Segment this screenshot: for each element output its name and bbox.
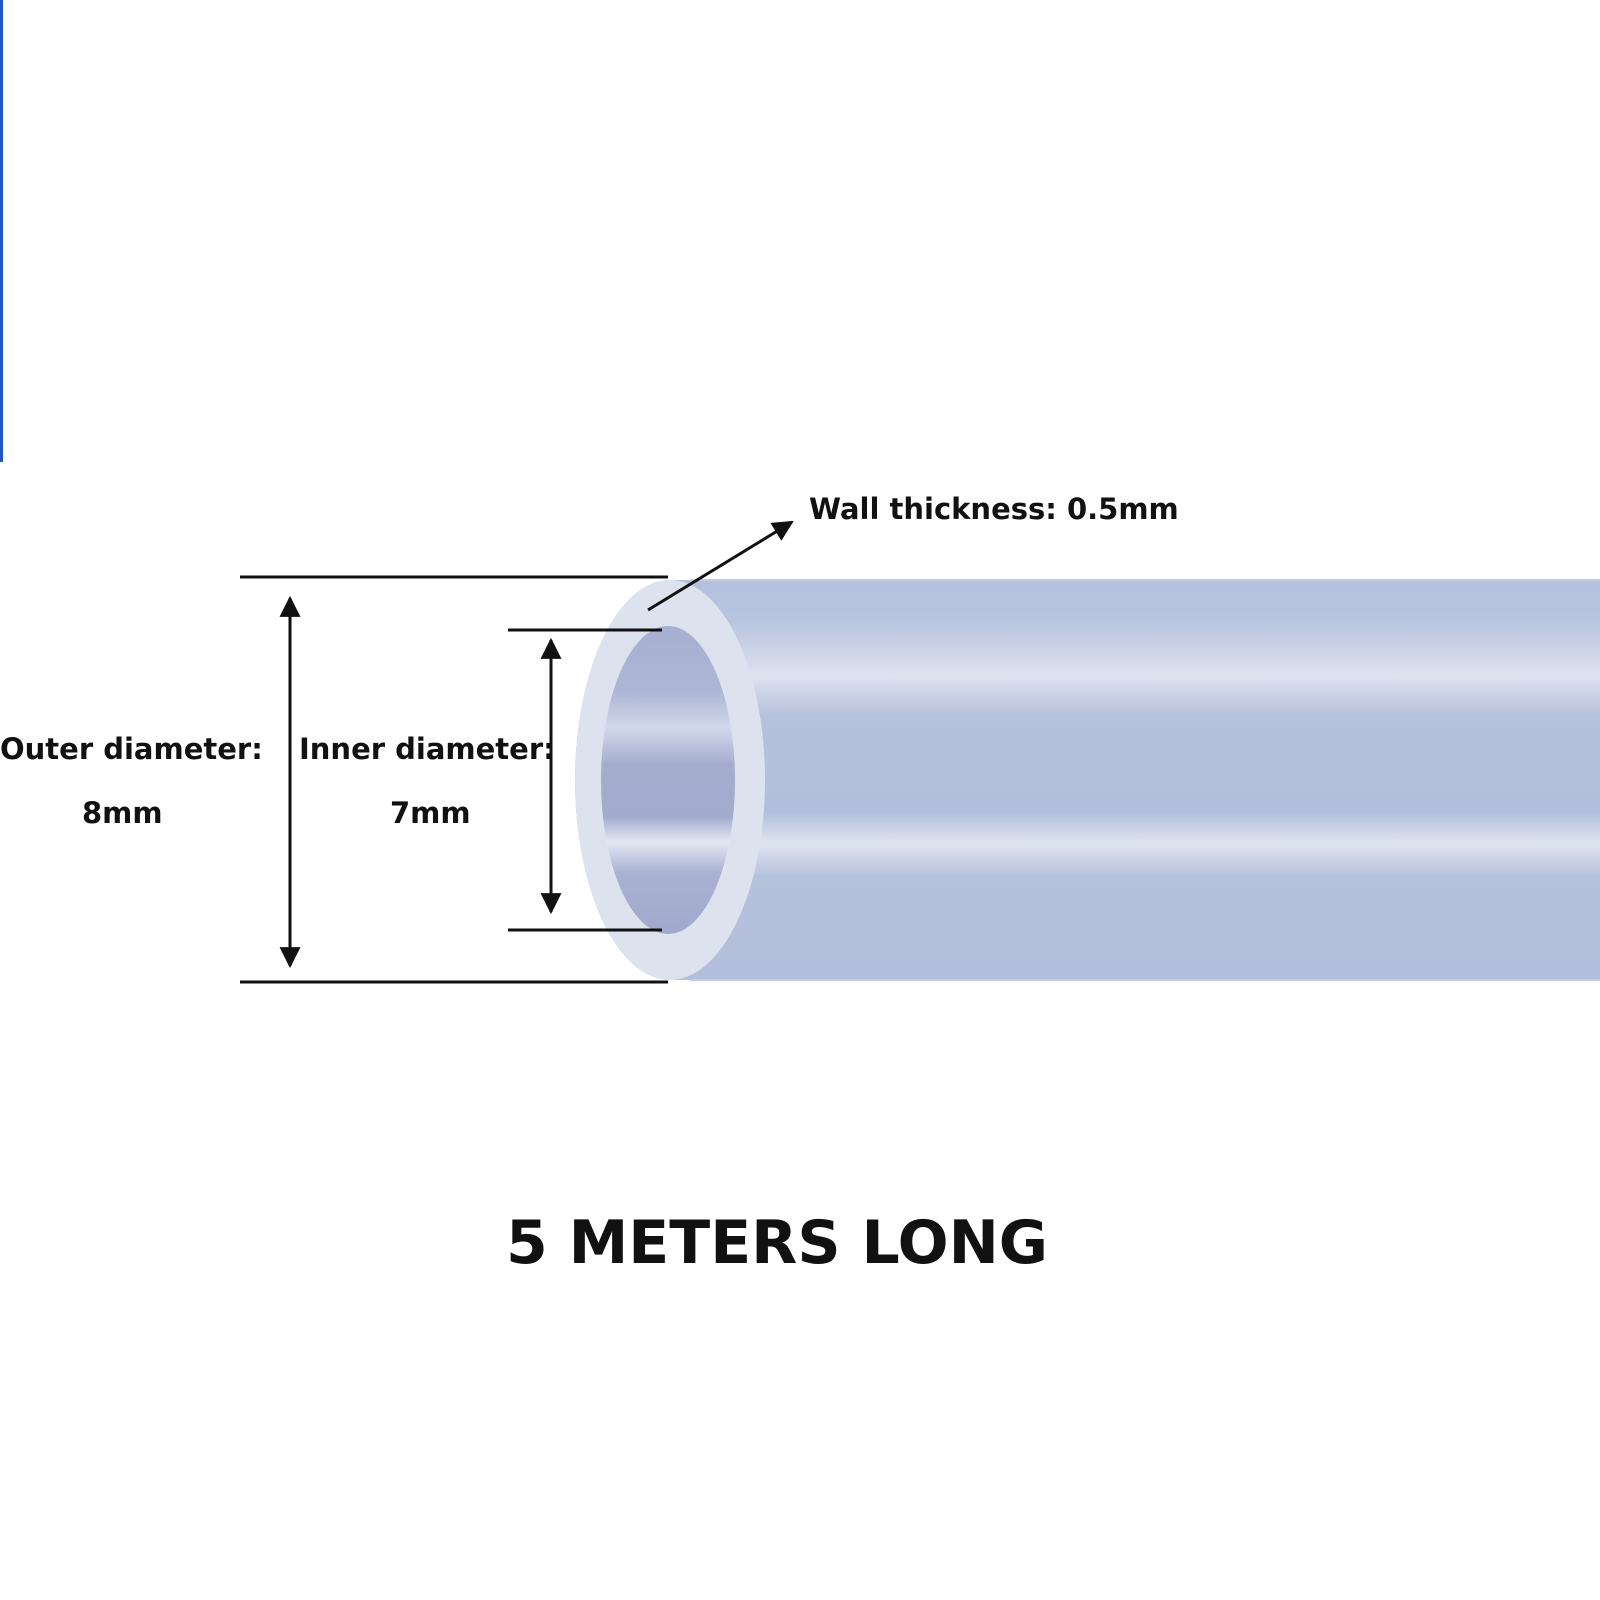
inner-diameter-value: 7mm xyxy=(390,796,471,830)
left-edge-accent-line xyxy=(0,0,3,462)
tube-bore xyxy=(601,626,735,934)
inner-diameter-label: Inner diameter: xyxy=(299,732,555,766)
wall-thickness-arrow xyxy=(647,520,794,612)
outer-diameter-value: 8mm xyxy=(82,796,163,830)
tube-body xyxy=(575,580,1600,980)
length-caption-row: 5 METERS LONG xyxy=(0,1208,1600,1278)
wall-thickness-label: Wall thickness: 0.5mm xyxy=(809,492,1179,526)
length-caption: 5 METERS LONG xyxy=(505,1208,1049,1278)
outer-diameter-label: Outer diameter: xyxy=(0,732,263,766)
